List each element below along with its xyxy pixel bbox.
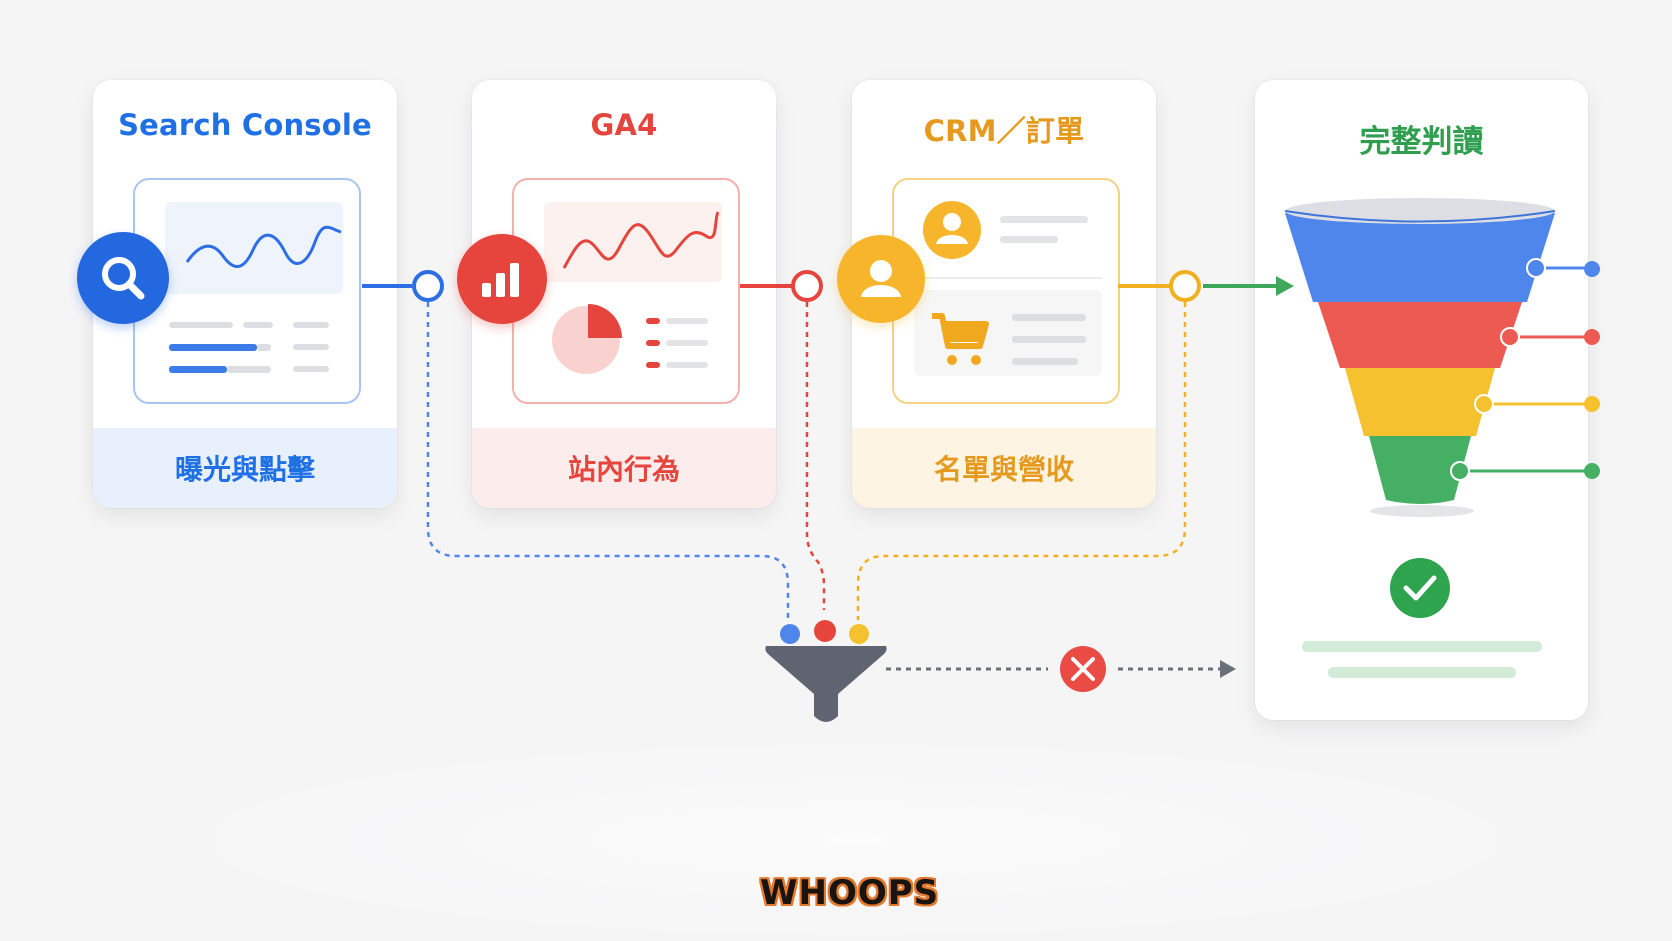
card-footer: 站內行為 [472, 428, 776, 508]
card-title: Search Console [118, 108, 372, 142]
background-glow [210, 745, 1500, 935]
crm-illustration [914, 201, 1102, 376]
dotted-path-red [805, 302, 826, 610]
result-line-1 [1302, 641, 1542, 652]
dashboard-preview [133, 178, 361, 404]
result-line-2 [1328, 667, 1516, 678]
error-x-icon [1060, 646, 1106, 692]
dot-blue [780, 624, 800, 644]
source-card-search-console: Search Console 曝光與點擊 [93, 80, 397, 508]
arrowhead-green [1276, 276, 1294, 296]
connector-node-blue [412, 270, 444, 302]
dotted-path-yellow [856, 302, 1187, 620]
filter-funnel-icon [765, 646, 887, 722]
connector-node-red [791, 270, 823, 302]
cart-icon [932, 313, 989, 365]
trend-line-icon [169, 225, 342, 373]
trend-line-icon [552, 211, 720, 374]
chart-panel [544, 202, 722, 282]
crm-preview [892, 178, 1120, 404]
card-title: GA4 [590, 108, 658, 142]
user-icon [923, 201, 981, 259]
connector-node-yellow [1169, 270, 1201, 302]
search-icon [77, 232, 169, 324]
bar-chart-icon [457, 234, 547, 324]
analytics-preview [512, 178, 740, 404]
card-footer: 名單與營收 [852, 428, 1156, 508]
pie-chart-icon [552, 304, 622, 374]
user-icon [837, 235, 925, 323]
result-funnel [1284, 198, 1556, 517]
dot-yellow [849, 624, 869, 644]
result-title: 完整判讀 [1359, 124, 1484, 160]
check-icon [1390, 558, 1450, 618]
dot-red [814, 620, 836, 642]
card-title: CRM／訂單 [923, 114, 1085, 148]
arrowhead-gray [1220, 660, 1236, 678]
dotted-path-blue [426, 302, 790, 620]
card-footer: 曝光與點擊 [93, 428, 397, 508]
whoops-watermark: WHOOPS [760, 873, 940, 913]
